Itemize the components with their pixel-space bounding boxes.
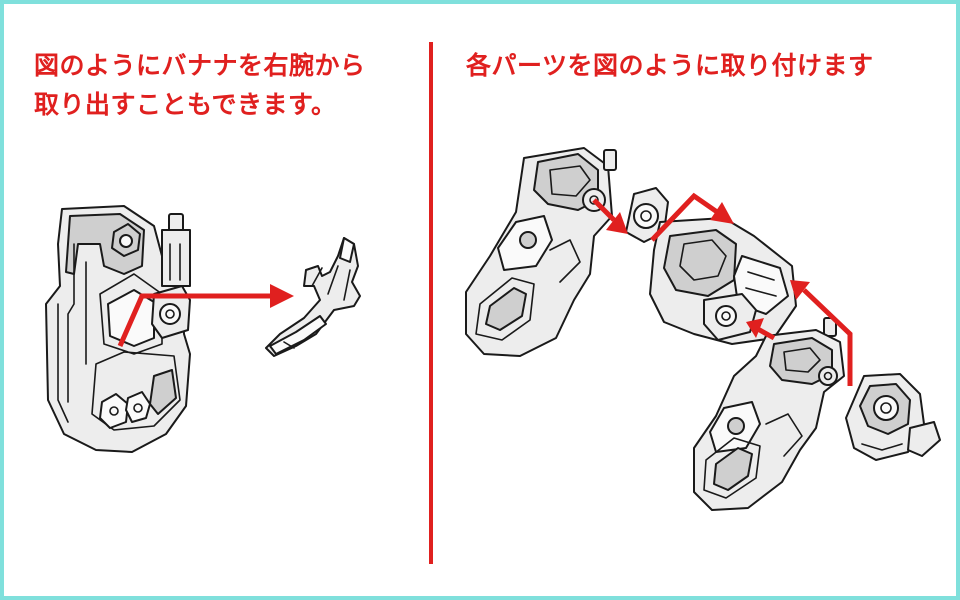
left-removal-arrow [117, 284, 294, 348]
arm-shoulder-joint [151, 213, 191, 339]
assembly-illustration [45, 147, 941, 511]
left-caption-line-2: 取り出すこともできます。 [34, 90, 337, 119]
panel-divider [429, 42, 433, 564]
upper-arm-part [465, 147, 617, 357]
left-instruction-caption: 図のようにバナナを右腕から 取り出すこともできます。 [34, 46, 366, 124]
elbow-joint-part [625, 187, 797, 345]
assembly-arrows [592, 192, 853, 386]
right-instruction-caption: 各パーツを図のように取り付けます [466, 46, 874, 85]
banana-part [265, 237, 361, 357]
forearm-part [693, 317, 845, 511]
right-caption-line: 各パーツを図のように取り付けます [466, 51, 874, 80]
left-caption-line-1: 図のようにバナナを右腕から [34, 51, 366, 80]
hand-part [845, 373, 941, 461]
